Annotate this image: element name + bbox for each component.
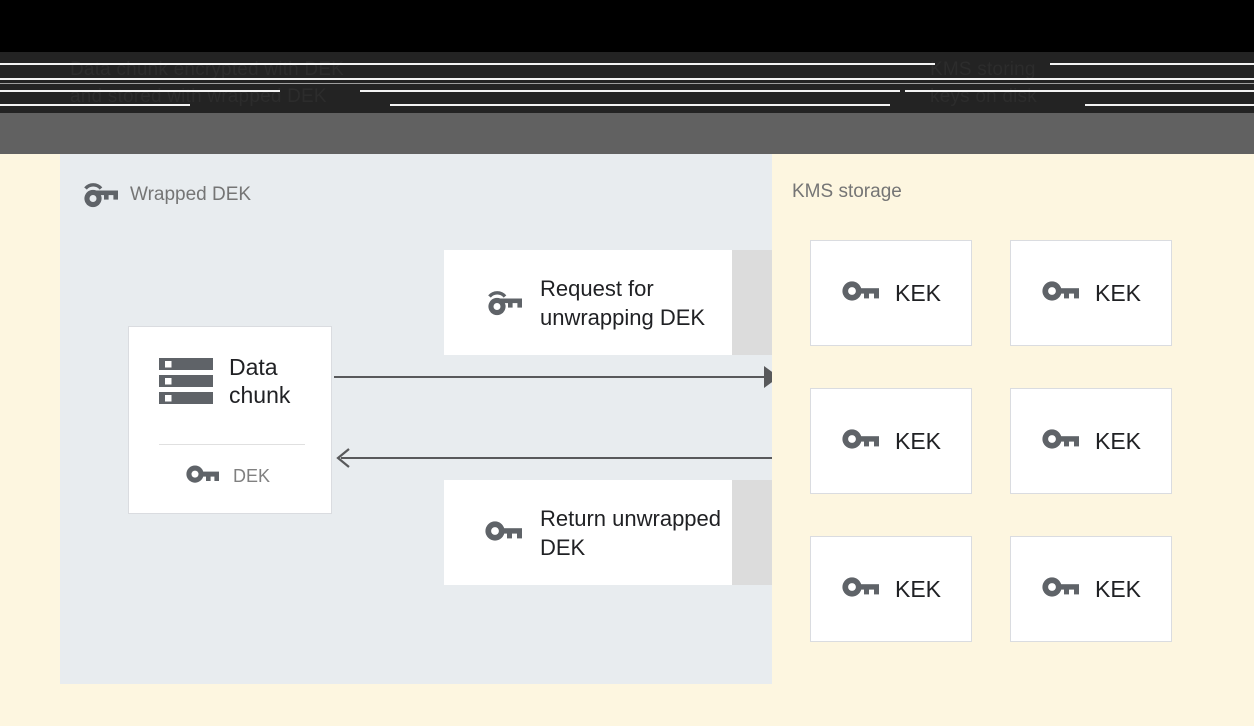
header-caption-right-line2: keys on disk (930, 85, 1037, 107)
header-rule (0, 63, 400, 65)
header-dark-band (0, 52, 1254, 113)
request-card-shadow (732, 250, 774, 355)
header-rule (0, 90, 280, 92)
key-icon (841, 576, 879, 602)
key-icon (1041, 428, 1079, 454)
key-icon (841, 428, 879, 454)
kms-panel: KMS storage KEK (772, 154, 1254, 684)
storage-stack-icon (159, 357, 213, 405)
data-chunk-divider (159, 444, 305, 445)
key-icon (1041, 280, 1079, 306)
kek-card[interactable]: KEK (1010, 536, 1172, 642)
key-icon (484, 520, 522, 546)
header-rule (1050, 63, 1254, 65)
request-arrow-line (334, 376, 771, 378)
header-rule (390, 104, 890, 106)
header-black-band (0, 0, 1254, 52)
key-icon (1041, 576, 1079, 602)
header-rule (0, 104, 190, 106)
request-message-card[interactable]: Request for unwrapping DEK (444, 250, 732, 355)
wrapped-key-icon (80, 181, 118, 209)
data-chunk-card[interactable]: Data chunk DEK (128, 326, 332, 514)
kms-panel-heading: KMS storage (792, 181, 902, 203)
header-gray-band (0, 113, 1254, 154)
dek-label: DEK (233, 465, 271, 486)
header-rule (1085, 104, 1254, 106)
kek-card[interactable]: KEK (1010, 388, 1172, 494)
header-rule (905, 90, 1254, 92)
header-rule (0, 83, 1254, 84)
key-icon (841, 280, 879, 306)
header-caption-right-line1: KMS storing (930, 58, 1036, 80)
return-arrow-head-icon (336, 448, 350, 468)
return-card-shadow (732, 480, 774, 585)
kek-label: KEK (894, 575, 942, 602)
kek-card[interactable]: KEK (810, 240, 972, 346)
kek-label: KEK (1094, 279, 1142, 306)
request-message-label: Request for unwrapping DEK (540, 275, 706, 330)
kek-card[interactable]: KEK (1010, 240, 1172, 346)
client-panel-heading: Wrapped DEK (80, 181, 251, 209)
data-chunk-title: Data chunk (229, 354, 291, 408)
dek-row: DEK (185, 465, 270, 487)
kms-panel-heading-label: KMS storage (792, 181, 902, 202)
return-message-card[interactable]: Return unwrapped DEK (444, 480, 732, 585)
data-chunk-row: Data chunk (159, 353, 321, 409)
kek-label: KEK (894, 279, 942, 306)
return-message-label: Return unwrapped DEK (540, 505, 722, 560)
diagram-stage: Wrapped DEK Data chunk (0, 154, 1254, 726)
client-panel-heading-label: Wrapped DEK (130, 184, 252, 205)
return-arrow-line (341, 457, 772, 459)
kek-label: KEK (1094, 427, 1142, 454)
header-rule (360, 90, 900, 92)
kek-card[interactable]: KEK (810, 388, 972, 494)
client-panel: Wrapped DEK Data chunk (60, 154, 779, 684)
kek-label: KEK (1094, 575, 1142, 602)
header-chrome: Data chunk encrypted with DEK and stored… (0, 0, 1254, 154)
header-rule (395, 63, 935, 65)
kek-label: KEK (894, 427, 942, 454)
header-rule (0, 78, 1254, 80)
kek-card[interactable]: KEK (810, 536, 972, 642)
key-icon (185, 465, 219, 487)
wrapped-key-icon (484, 289, 522, 317)
kek-grid: KEK KEK (810, 240, 1172, 642)
